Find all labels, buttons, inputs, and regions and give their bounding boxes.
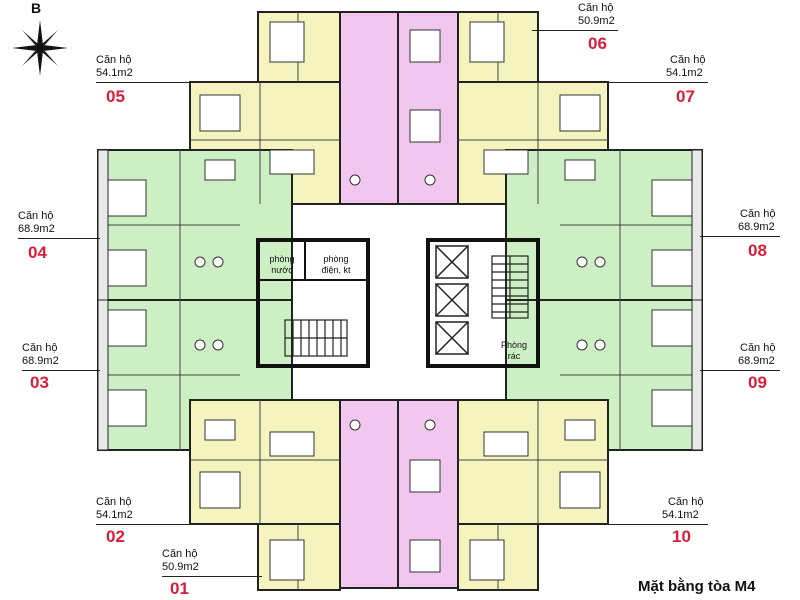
apt-04-number: 04 bbox=[28, 243, 47, 262]
apt-09-label: Căn hộ bbox=[740, 342, 776, 354]
left-core bbox=[256, 238, 370, 368]
apt-06-label: Căn hộ bbox=[578, 2, 614, 14]
apt-07-number: 07 bbox=[676, 87, 695, 106]
apt-07-leader bbox=[600, 82, 708, 83]
apt-03-leader bbox=[22, 370, 100, 371]
interior-walls bbox=[98, 12, 702, 590]
apt-09-area: 68.9m2 bbox=[738, 355, 775, 367]
apt-09-number: 09 bbox=[748, 373, 767, 392]
stair-right-icon bbox=[491, 255, 529, 319]
apt-10-area: 54.1m2 bbox=[662, 509, 699, 521]
apt-02-leader bbox=[96, 524, 260, 525]
apt-01-number: 01 bbox=[170, 579, 189, 598]
apt-05-number: 05 bbox=[106, 87, 125, 106]
apt-03-area: 68.9m2 bbox=[22, 355, 59, 367]
apt-02-area: 54.1m2 bbox=[96, 509, 133, 521]
elevator-icons bbox=[435, 245, 469, 355]
apt-07-area: 54.1m2 bbox=[666, 67, 703, 79]
apt-06-leader bbox=[532, 30, 618, 31]
apt-08-leader bbox=[700, 236, 780, 237]
apt-06-number: 06 bbox=[588, 34, 607, 53]
plan-title: Mặt bằng tòa M4 bbox=[638, 578, 756, 595]
apt-08-number: 08 bbox=[748, 241, 767, 260]
apt-02-number: 02 bbox=[106, 527, 125, 546]
right-core bbox=[426, 238, 540, 368]
apt-01-leader bbox=[162, 576, 262, 577]
apt-09-leader bbox=[700, 370, 780, 371]
central-lobby bbox=[291, 203, 507, 401]
room-label-trash: Phòng rác bbox=[500, 340, 528, 361]
apt-04-area: 68.9m2 bbox=[18, 223, 55, 235]
apt-06-area: 50.9m2 bbox=[578, 15, 615, 27]
corridor-bottom bbox=[339, 399, 399, 589]
apt-05-area: 54.1m2 bbox=[96, 67, 133, 79]
balcony-strips bbox=[97, 149, 703, 451]
apt-08-area: 68.9m2 bbox=[738, 221, 775, 233]
apt-10-number: 10 bbox=[672, 527, 691, 546]
apt-10-leader bbox=[600, 524, 708, 525]
stair-left-icon bbox=[284, 319, 348, 357]
apt-10-label: Căn hộ bbox=[668, 496, 704, 508]
apt-05-leader bbox=[96, 82, 256, 83]
furniture-icons bbox=[105, 21, 693, 581]
apt-04-leader bbox=[18, 238, 100, 239]
apt-02-label: Căn hộ bbox=[96, 496, 132, 508]
apt-01-area: 50.9m2 bbox=[162, 561, 199, 573]
corridor-top bbox=[339, 11, 399, 211]
apt-04-label: Căn hộ bbox=[18, 210, 54, 222]
apt-03-number: 03 bbox=[30, 373, 49, 392]
apt-05-label: Căn hộ bbox=[96, 54, 132, 66]
apt-07-label: Căn hộ bbox=[670, 54, 706, 66]
section-letter: B bbox=[31, 0, 42, 16]
room-label-water: phòng nước bbox=[269, 254, 295, 275]
toilet-icons bbox=[194, 174, 606, 431]
compass-rose-icon bbox=[12, 20, 68, 76]
table-icons bbox=[204, 149, 596, 457]
apt-03-label: Căn hộ bbox=[22, 342, 58, 354]
apt-08-label: Căn hộ bbox=[740, 208, 776, 220]
apt-01-label: Căn hộ bbox=[162, 548, 198, 560]
room-label-electric: phòng điện, kt bbox=[321, 254, 351, 275]
